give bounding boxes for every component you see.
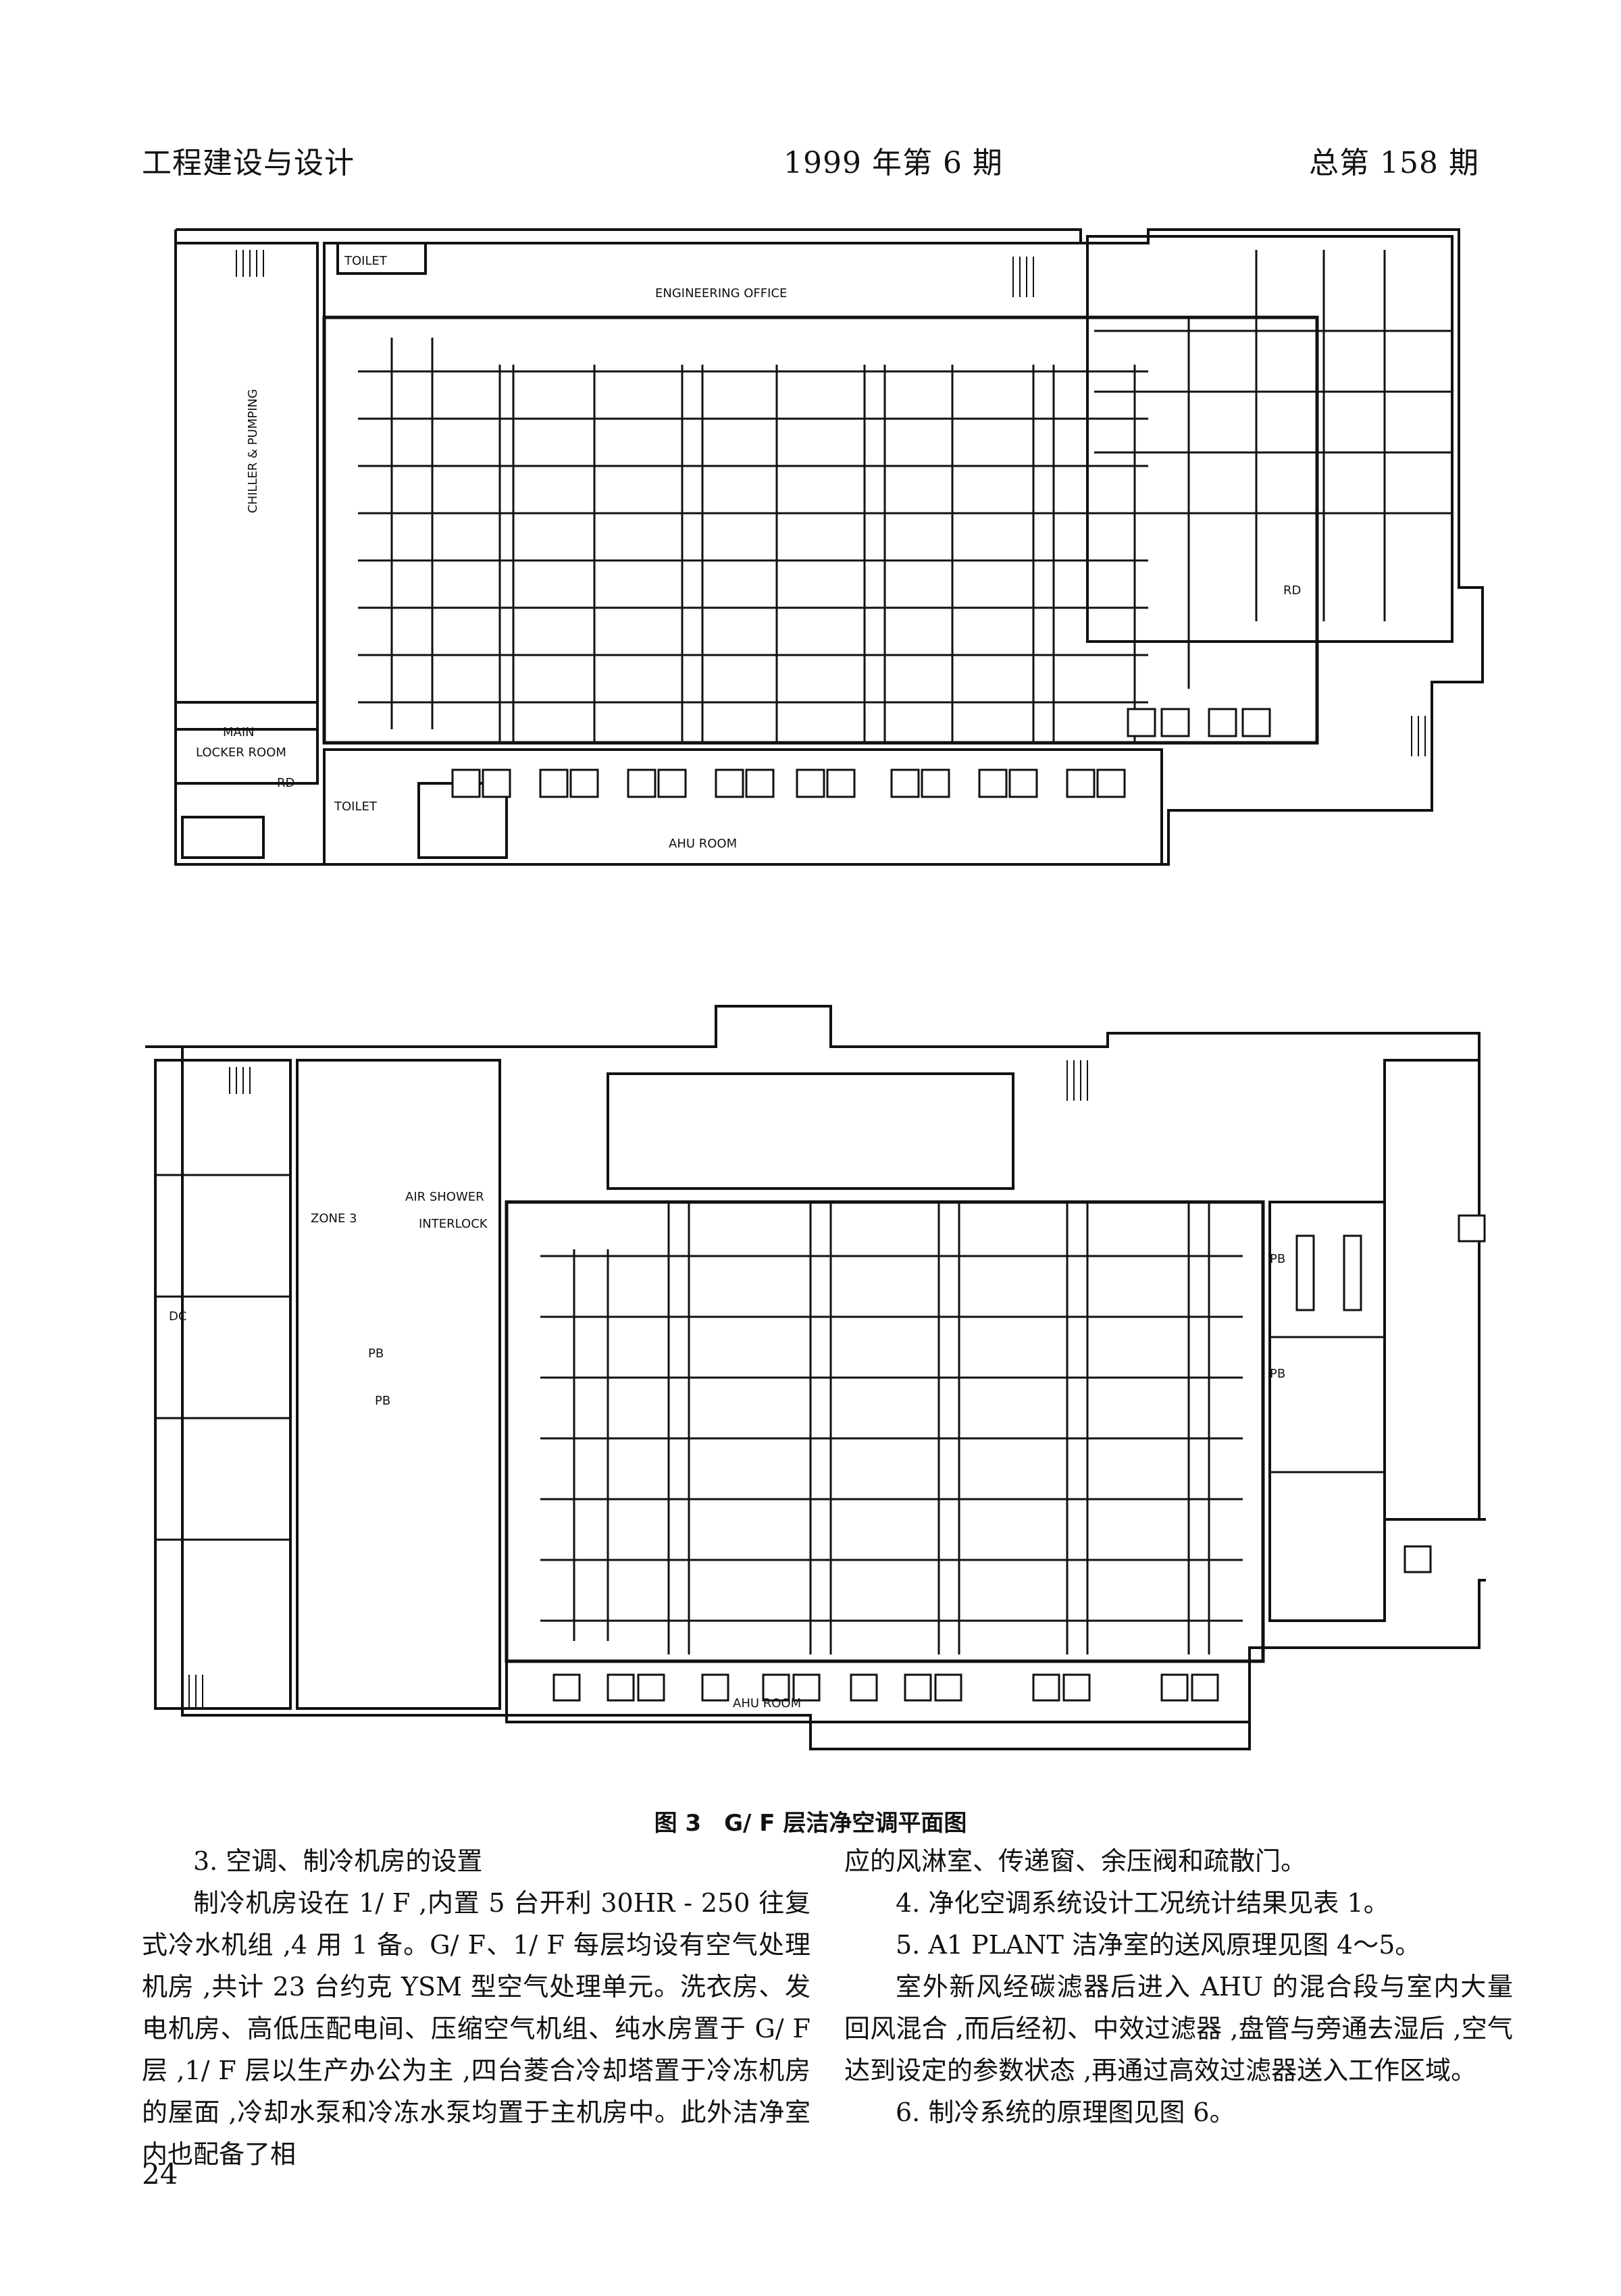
label-air-shower: AIR SHOWER bbox=[405, 1190, 484, 1204]
floor-plan-bottom-drawing: ZONE 3 AIR SHOWER INTERLOCK DC PB PB PB … bbox=[145, 1005, 1486, 1750]
label-pb-1: PB bbox=[368, 1347, 384, 1361]
label-rd-2: RD bbox=[1283, 583, 1301, 598]
label-engineering-office: ENGINEERING OFFICE bbox=[655, 286, 787, 301]
label-zone-3: ZONE 3 bbox=[311, 1211, 357, 1226]
label-toilet-top: TOILET bbox=[344, 254, 388, 268]
page-number: 24 bbox=[142, 2158, 178, 2191]
total-issue: 总第 158 期 bbox=[1309, 146, 1479, 180]
paragraph-continuation: 应的风淋室、传递窗、余压阀和疏散门。 bbox=[844, 1846, 1307, 1876]
label-toilet-bottom: TOILET bbox=[334, 800, 378, 814]
floor-plan-top: TOILET ENGINEERING OFFICE CHILLER & PUMP… bbox=[135, 216, 1486, 939]
body-column-right: 应的风淋室、传递窗、余压阀和疏散门。 4. 净化空调系统设计工况统计结果见表 1… bbox=[844, 1840, 1513, 2133]
label-rd-1: RD bbox=[277, 776, 294, 790]
body-column-left: 3. 空调、制冷机房的设置 制冷机房设在 1/ F ,内置 5 台开利 30HR… bbox=[142, 1840, 810, 2175]
section-heading-3: 3. 空调、制冷机房的设置 bbox=[193, 1846, 483, 1876]
issue-info: 1999 年第 6 期 bbox=[783, 146, 1003, 180]
journal-name: 工程建设与设计 bbox=[142, 146, 355, 180]
figure-caption: 图 3 G/ F 层洁净空调平面图 bbox=[654, 1810, 967, 1837]
section-item-6: 6. 制冷系统的原理图见图 6。 bbox=[896, 2097, 1235, 2127]
label-chiller-pumping: CHILLER & PUMPING bbox=[246, 389, 260, 513]
floor-plan-bottom: ZONE 3 AIR SHOWER INTERLOCK DC PB PB PB … bbox=[135, 999, 1486, 1776]
section-item-4: 4. 净化空调系统设计工况统计结果见表 1。 bbox=[896, 1888, 1389, 1918]
paragraph-chiller-room: 制冷机房设在 1/ F ,内置 5 台开利 30HR - 250 往复式冷水机组… bbox=[142, 1888, 810, 2169]
label-pb-4: PB bbox=[1270, 1367, 1285, 1381]
floor-plan-top-drawing: TOILET ENGINEERING OFFICE CHILLER & PUMP… bbox=[174, 228, 1484, 866]
paragraph-airflow: 室外新风经碳滤器后进入 AHU 的混合段与室内大量回风混合 ,而后经初、中效过滤… bbox=[844, 1972, 1513, 2085]
label-pb-3: PB bbox=[1270, 1252, 1285, 1266]
section-item-5: 5. A1 PLANT 洁净室的送风原理见图 4～5。 bbox=[896, 1930, 1421, 1960]
label-dc: DC bbox=[169, 1309, 186, 1324]
label-pb-2: PB bbox=[375, 1394, 390, 1408]
label-main-locker-2: LOCKER ROOM bbox=[196, 746, 286, 760]
label-ahu-room-bottom: AHU ROOM bbox=[733, 1696, 801, 1711]
label-interlock: INTERLOCK bbox=[419, 1217, 488, 1231]
label-ahu-room-top: AHU ROOM bbox=[669, 837, 737, 851]
label-main-locker-1: MAIN bbox=[223, 725, 255, 739]
